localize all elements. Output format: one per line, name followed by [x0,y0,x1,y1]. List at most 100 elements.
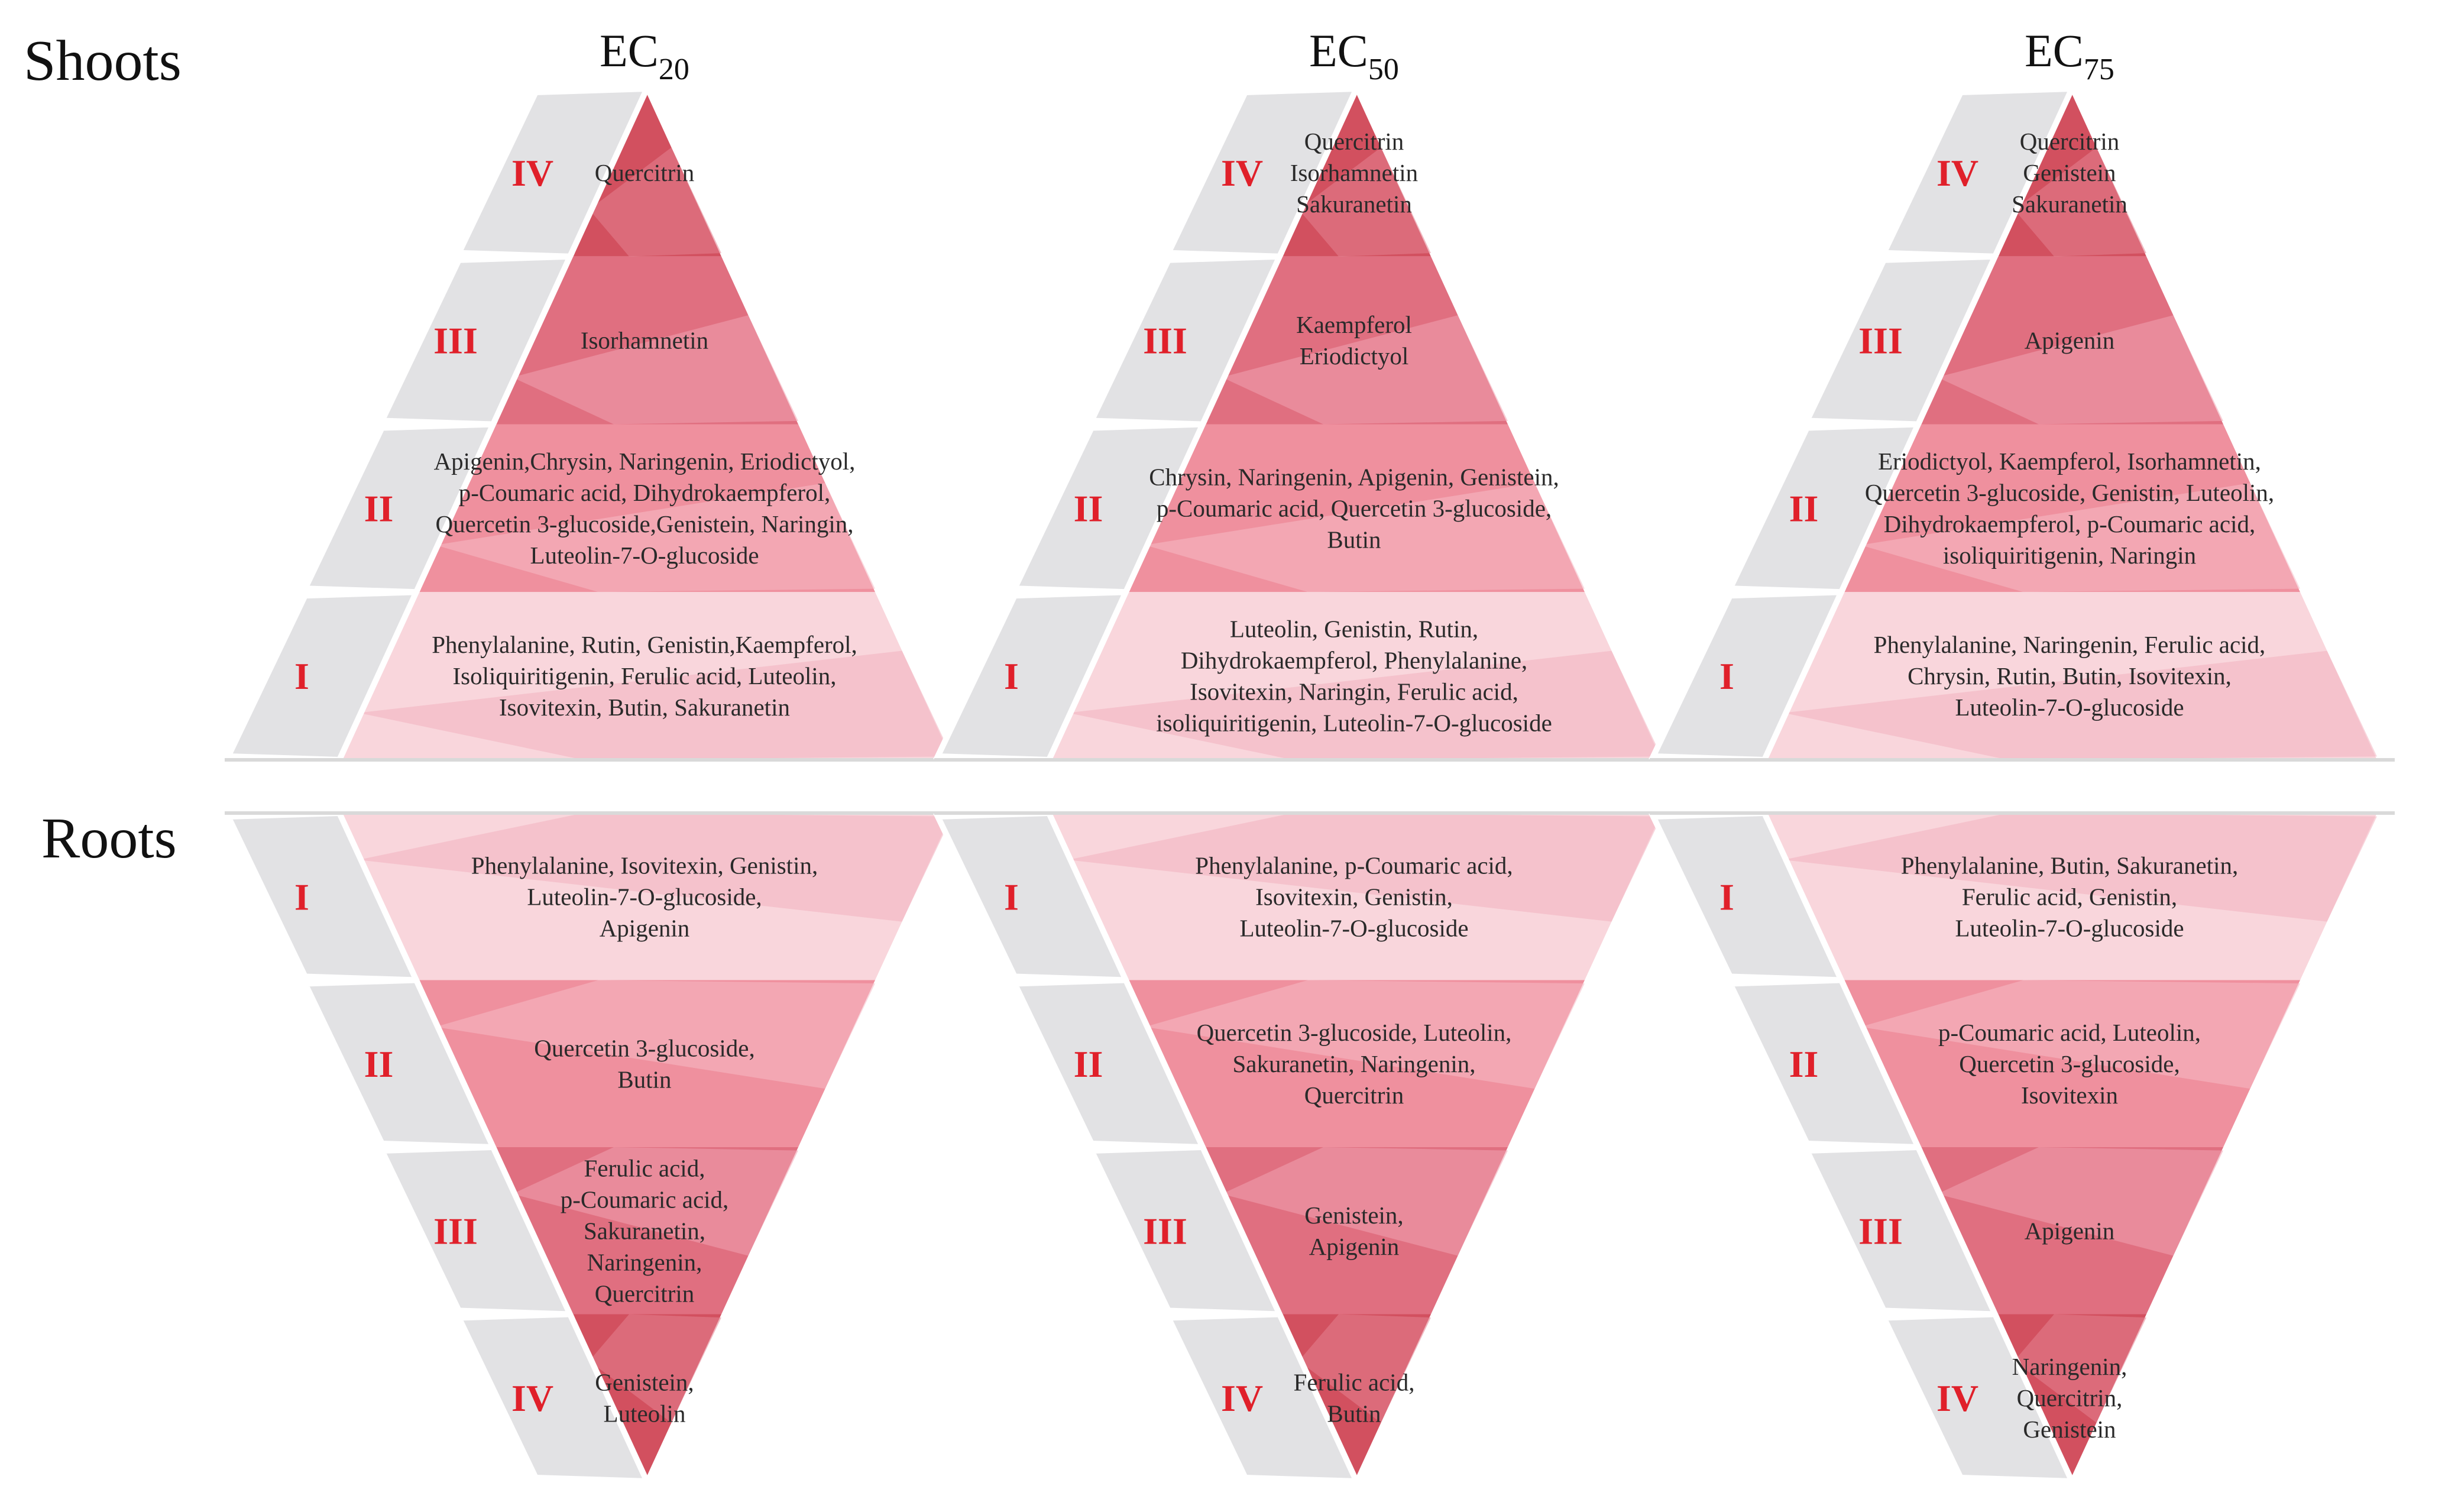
tier-compounds: Isorhamnetin [581,327,708,354]
compound-line: Quercitrin [1304,1082,1404,1109]
tier-band [358,813,952,922]
tier-band [1145,980,1585,1089]
compound-line: Luteolin-7-O-glucoside [530,542,759,569]
compound-line: Quercetin 3-glucoside,Genistein, Naringi… [435,510,853,538]
compound-line: Apigenin [1309,1233,1400,1260]
compound-line: Luteolin [604,1400,686,1427]
column-header-subscript: 50 [1368,53,1399,86]
tier-numeral: IV [1936,1377,1978,1419]
tier-band [589,1314,721,1423]
side-panel [933,810,1131,983]
compound-line: Ferulic acid, Genistin, [1962,883,2177,910]
tier-band [512,315,798,425]
compound-line: Quercetin 3-glucoside, [534,1034,754,1061]
row-label-roots: Roots [41,807,177,870]
compound-line: Isovitexin, Genistin, [1255,883,1453,910]
tier-compounds: Apigenin,Chrysin, Naringenin, Eriodictyo… [434,448,856,569]
tier-compounds: Phenylalanine, Naringenin, Ferulic acid,… [1874,631,2266,721]
compound-line: Isoliquiritigenin, Ferulic acid, Luteoli… [452,662,836,689]
tier-compounds: Ferulic acid,Butin [1294,1368,1415,1427]
tier-compounds: Apigenin [2025,1217,2115,1244]
tier-numeral: IV [1221,152,1263,194]
tier-numeral: II [364,1043,394,1085]
compound-line: Apigenin [2025,327,2115,354]
compound-line: Ferulic acid, [584,1154,705,1181]
compound-line: isoliquiritigenin, Naringin [1943,542,2196,569]
column-header-base: EC [2025,25,2084,76]
tier-compounds: Eriodictyol, Kaempferol, Isorhamnetin,Qu… [1865,448,2274,569]
tier-numeral: I [1004,876,1019,918]
tier-band [2014,147,2146,257]
compound-line: Genistein [2023,159,2116,186]
tier-numeral: I [294,655,309,697]
tier-band [1783,813,2377,922]
tier-numeral: III [1858,1210,1903,1252]
column-header-subscript: 20 [659,53,689,86]
compound-line: Phenylalanine, Butin, Sakuranetin, [1901,851,2238,879]
tier-numeral: II [1074,487,1103,529]
side-panel [933,588,1131,763]
tier-band [1783,650,2377,760]
tier-compounds: Naringenin,Quercitrin,Genistein [2012,1353,2127,1443]
tier-compounds: Ferulic acid,p-Coumaric acid,Sakuranetin… [561,1154,729,1307]
tier-band [1937,315,2223,425]
compound-line: Luteolin-7-O-glucoside [1239,914,1468,941]
tier-numeral: II [1789,1043,1819,1085]
side-panel [1649,588,1846,763]
tier-compounds: Phenylalanine, p-Coumaric acid,Isovitexi… [1195,851,1513,941]
side-panel [224,810,421,983]
side-panel [224,588,421,763]
compound-line: Quercitrin, [2017,1384,2123,1411]
side-panel [1087,253,1284,428]
compound-line: Luteolin, Genistin, Rutin, [1230,616,1478,643]
compound-line: Naringenin, [587,1248,702,1275]
tier-compounds: Chrysin, Naringenin, Apigenin, Genistein… [1149,463,1559,553]
tier-compounds: p-Coumaric acid, Luteolin,Quercetin 3-gl… [1938,1019,2201,1109]
side-panel [1010,977,1207,1151]
shoots-col-3-tier-i: I Phenylalanine, Naringenin, Ferulic acid… [1649,588,2377,763]
tier-band [512,1147,798,1256]
side-panel [300,977,498,1151]
side-panel [454,1311,652,1485]
compound-line: Genistein, [595,1368,694,1396]
compound-line: Phenylalanine, Isovitexin, Genistin, [471,851,818,879]
compound-line: Luteolin-7-O-glucoside, [527,883,762,910]
side-panel [1164,1311,1361,1485]
side-panel [377,1144,575,1317]
tier-numeral: III [1143,320,1187,362]
tier-band [1068,650,1662,760]
tier-numeral: I [1004,655,1019,697]
compound-line: Apigenin [600,914,690,941]
tier-compounds: Phenylalanine, Butin, Sakuranetin, Feruli… [1901,851,2238,941]
column-header-ec75: EC75 [2025,25,2114,86]
tier-numeral: II [1074,1043,1103,1085]
tier-band [1068,813,1662,922]
side-panel [377,253,575,428]
tier-numeral: I [1719,655,1734,697]
tier-band [435,483,875,593]
compound-line: p-Coumaric acid, Quercetin 3-glucoside, [1157,494,1552,522]
tier-band [1222,1147,1508,1256]
compound-line: Naringenin, [2012,1353,2127,1380]
tier-compounds: Genistein, Luteolin [595,1368,694,1427]
roots-col-3-tier-iii: III Apigenin [1802,1144,2223,1317]
column-header-ec20: EC20 [600,25,689,86]
compound-line: Dihydrokaempferol, Phenylalanine, [1181,647,1527,674]
compound-line: Isovitexin, Naringin, Ferulic acid, [1190,678,1518,705]
tier-numeral: IV [1221,1377,1263,1419]
roots-col-2-tier-i: I Phenylalanine, p-Coumaric acid,Isovitex… [933,810,1662,983]
